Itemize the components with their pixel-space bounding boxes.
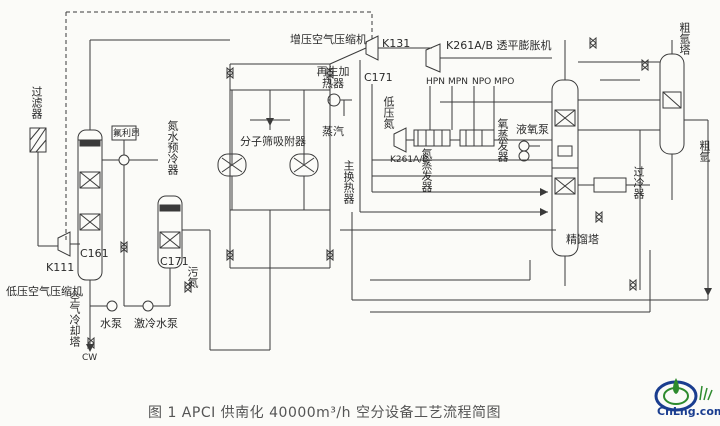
n2-water-precooler: [157, 195, 270, 351]
molecular-sieve-adsorbers: [217, 63, 331, 350]
water-pump-label: 水泵: [100, 317, 122, 330]
c171-mid-label: C171: [364, 71, 393, 84]
filter-unit: [29, 127, 47, 246]
main-hx-label: 主换热器: [342, 160, 355, 204]
filter-label: 过滤器: [30, 86, 43, 119]
subcooler: [578, 177, 650, 193]
mpn-label: MPN: [448, 77, 468, 87]
k111-label: K111: [46, 261, 75, 274]
liquid-o2-pump-label: 液氧泵: [516, 123, 549, 136]
valves: [87, 36, 649, 350]
steam-label: 蒸汽: [322, 125, 344, 138]
crude-argon-tower-label: 粗氩塔: [678, 22, 691, 55]
low-air-compressor-label: 低压空气压缩机: [6, 285, 83, 298]
cnlng-logo: [654, 378, 713, 412]
k261-low-label: K261A/B: [390, 155, 429, 165]
c171-left-label: C171: [160, 255, 189, 268]
turbo-expander-label: K261A/B 透平膨胀机: [446, 39, 552, 52]
c161-label: C161: [80, 247, 109, 260]
figure-caption: 图 1 APCI 供南化 40000m³/h 空分设备工艺流程简图: [148, 405, 501, 421]
return-lines: [340, 119, 709, 313]
waste-n2-label: 污氮: [186, 266, 199, 288]
liquid-oxygen-pump: [518, 140, 540, 162]
subcooler-label: 过冷器: [632, 166, 645, 199]
npo-label: NPO: [472, 77, 492, 87]
air-cooling-tower: [77, 39, 230, 348]
mpo-label: MPO: [494, 77, 515, 87]
air-cooling-tower-label: 空气冷却塔: [68, 292, 81, 347]
crude-argon-label: 粗氩: [698, 140, 711, 162]
booster-compressor: [65, 11, 552, 240]
regeneration-heater: [327, 93, 352, 116]
rectification-tower: [551, 40, 579, 286]
logo-text: CnLng.com: [657, 405, 720, 418]
rect-tower-label: 精馏塔: [566, 233, 599, 246]
hpn-label: HPN: [426, 77, 445, 87]
low-pressure-compressor: [38, 231, 80, 257]
n2-precooler-label: 氮水预冷器: [166, 120, 179, 175]
regen-heater-label: 再生加热器: [316, 65, 350, 90]
low-n2-label: 低压氮: [382, 96, 395, 129]
n2-evaporator-label: 氮蒸发器: [420, 148, 433, 192]
k131-label: K131: [382, 37, 411, 50]
o2-evaporator-label: 氧蒸发器: [496, 118, 509, 162]
crude-argon-tower: [578, 40, 685, 290]
flow-arrows: [86, 118, 712, 352]
freon-label: 氟利昂: [113, 129, 141, 139]
water-pumps: [90, 300, 171, 312]
booster-comp-label: 增压空气压缩机: [290, 33, 367, 46]
main-heat-exchanger: [359, 60, 552, 213]
chill-pump-label: 激冷水泵: [134, 317, 178, 330]
cw-label: CW: [82, 353, 98, 363]
mol-sieve-label: 分子筛吸附器: [240, 135, 306, 148]
freon-chiller: [102, 125, 158, 300]
